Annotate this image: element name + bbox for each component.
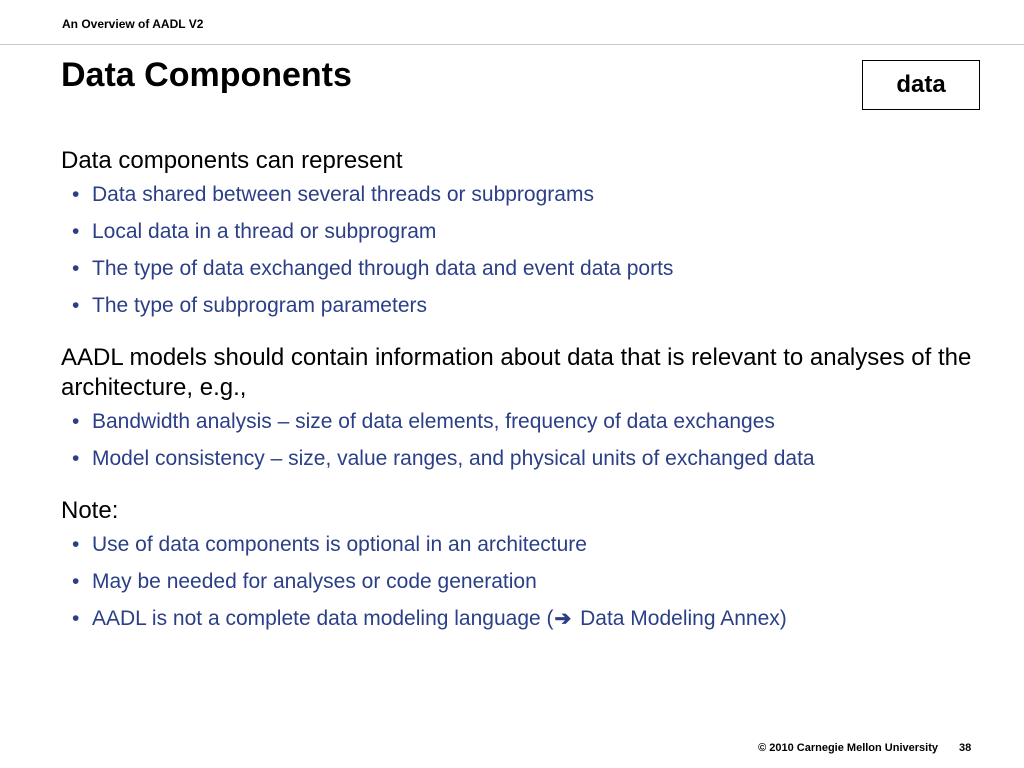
bullet-dot-icon: • <box>72 257 80 280</box>
section-represent: Data components can represent • Data shar… <box>61 146 1001 319</box>
bullet-text: The type of data exchanged through data … <box>92 257 674 280</box>
bullet-text: Bandwidth analysis – size of data elemen… <box>92 410 775 433</box>
bullet-text: Model consistency – size, value ranges, … <box>92 447 815 470</box>
bullet-item: • May be needed for analyses or code gene… <box>61 569 1001 595</box>
bullet-list: • Data shared between several threads or … <box>61 182 1001 319</box>
bullet-dot-icon: • <box>72 447 80 470</box>
right-arrow-icon: ➔ <box>554 608 572 630</box>
bullet-item: • Local data in a thread or subprogram <box>61 219 1001 245</box>
bullet-text: Data shared between several threads or s… <box>92 183 594 206</box>
bullet-item: • The type of data exchanged through data… <box>61 256 1001 282</box>
bullet-text: The type of subprogram parameters <box>92 294 427 317</box>
bullet-text-before: AADL is not a complete data modeling lan… <box>92 607 554 630</box>
bullet-dot-icon: • <box>72 533 80 556</box>
bullet-dot-icon: • <box>72 607 80 630</box>
bullet-text: Local data in a thread or subprogram <box>92 220 437 243</box>
bullet-text: Use of data components is optional in an… <box>92 533 587 556</box>
bullet-item: • Model consistency – size, value ranges,… <box>61 446 1001 472</box>
bullet-item: • Data shared between several threads or … <box>61 182 1001 208</box>
bullet-text: May be needed for analyses or code gener… <box>92 570 537 593</box>
header-divider <box>0 44 1024 45</box>
section-lead: AADL models should contain information a… <box>61 344 972 401</box>
section-analyses: AADL models should contain information a… <box>61 343 1001 472</box>
bullet-dot-icon: • <box>72 220 80 243</box>
section-note: Note: • Use of data components is optiona… <box>61 496 1001 632</box>
section-lead: Data components can represent <box>61 147 403 174</box>
page-number: 38 <box>959 742 972 754</box>
slide-title: Data Components <box>61 56 352 94</box>
bullet-item: • The type of subprogram parameters <box>61 293 1001 319</box>
header-title: An Overview of AADL V2 <box>62 17 204 31</box>
bullet-dot-icon: • <box>72 570 80 593</box>
bullet-dot-icon: • <box>72 410 80 433</box>
component-tag-label: data <box>896 71 946 98</box>
bullet-list: • Bandwidth analysis – size of data eleme… <box>61 409 1001 472</box>
bullet-item: • Bandwidth analysis – size of data eleme… <box>61 409 1001 435</box>
bullet-dot-icon: • <box>72 294 80 317</box>
component-tag-box: data <box>862 60 980 110</box>
bullet-item: • Use of data components is optional in a… <box>61 532 1001 558</box>
bullet-text-after: Data Modeling Annex) <box>574 607 787 630</box>
slide-body: Data components can represent • Data shar… <box>61 146 1001 643</box>
bullet-dot-icon: • <box>72 183 80 206</box>
section-lead: Note: <box>61 497 119 524</box>
bullet-list: • Use of data components is optional in a… <box>61 532 1001 632</box>
footer-copyright: © 2010 Carnegie Mellon University <box>758 742 938 754</box>
bullet-item: • AADL is not a complete data modeling la… <box>61 606 1001 632</box>
